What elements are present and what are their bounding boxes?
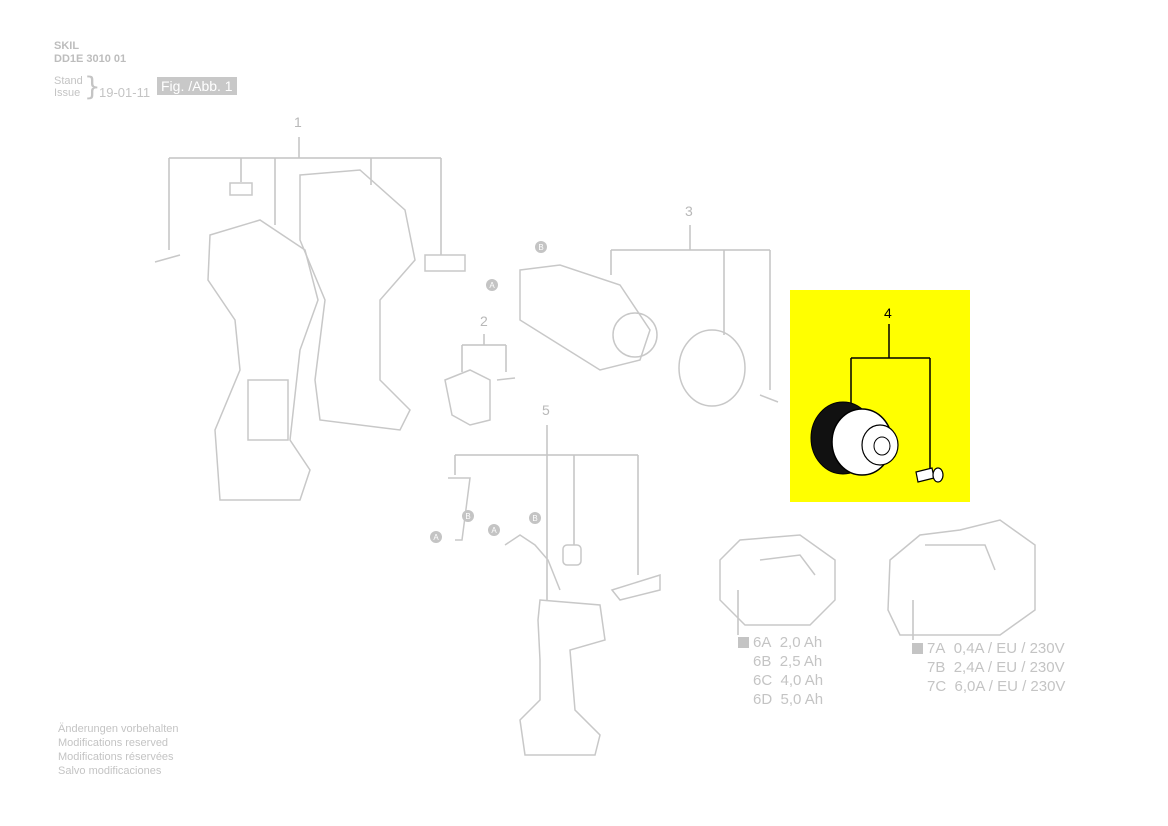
connector-b: B [532, 514, 537, 523]
part-number-2[interactable]: 2 [480, 313, 488, 329]
charger-option[interactable]: 7C 6,0A / EU / 230V [927, 678, 1066, 695]
figure-label: Fig. /Abb. 1 [157, 77, 237, 95]
issue-label: Issue [54, 87, 81, 99]
charger-option[interactable]: 7B 2,4A / EU / 230V [927, 659, 1065, 676]
chuck-illustration [810, 401, 899, 476]
footer-note-en: Modifications reserved [58, 737, 169, 749]
charger-illustration [887, 519, 1036, 636]
battery-illustration [719, 534, 836, 626]
connector-a: A [433, 533, 439, 542]
charger-option[interactable]: 7A 0,4A / EU / 230V [912, 639, 1065, 658]
square-marker-icon [738, 637, 749, 648]
part-number-3[interactable]: 3 [685, 203, 693, 219]
part-number-5[interactable]: 5 [542, 402, 550, 418]
connector-a: A [491, 526, 497, 535]
model-number: DD1E 3010 01 [54, 53, 127, 65]
leader-lines-part-4 [850, 324, 931, 470]
switch-bracket-illustration [444, 369, 516, 426]
battery-option[interactable]: 6D 5,0 Ah [753, 691, 824, 708]
connector-a: A [489, 281, 495, 290]
connector-b: B [538, 243, 543, 252]
housing-illustration [154, 169, 466, 501]
battery-option[interactable]: 6A 2,0 Ah [738, 633, 823, 652]
charger-options-list: 7A 0,4A / EU / 230V 7B 2,4A / EU / 230V … [912, 639, 1065, 696]
switch-illustration [448, 477, 661, 756]
footer-note-de: Änderungen vorbehalten [58, 723, 179, 735]
footer-note-fr: Modifications réservées [58, 751, 174, 763]
connector-b: B [465, 512, 470, 521]
footer-note-es: Salvo modificaciones [58, 765, 162, 777]
battery-options-list: 6A 2,0 Ah 6B 2,5 Ah 6C 4,0 Ah 6D 5,0 Ah [738, 633, 823, 709]
footer-notes: Änderungen vorbehalten Modifications res… [58, 722, 178, 778]
battery-option[interactable]: 6C 4,0 Ah [753, 672, 824, 689]
square-marker-icon [912, 643, 923, 654]
gearbox-illustration [519, 264, 779, 407]
part-number-4[interactable]: 4 [884, 305, 892, 321]
stand-label: Stand [54, 75, 83, 87]
brand-label: SKIL [54, 40, 80, 52]
part-number-1[interactable]: 1 [294, 114, 302, 130]
battery-option[interactable]: 6B 2,5 Ah [753, 653, 823, 670]
leader-lines [168, 137, 914, 640]
brace-icon: } [84, 72, 101, 102]
screw-illustration [915, 467, 944, 483]
issue-date: 19-01-11 [99, 85, 151, 100]
connector-markers: B A B A A B [430, 241, 547, 543]
